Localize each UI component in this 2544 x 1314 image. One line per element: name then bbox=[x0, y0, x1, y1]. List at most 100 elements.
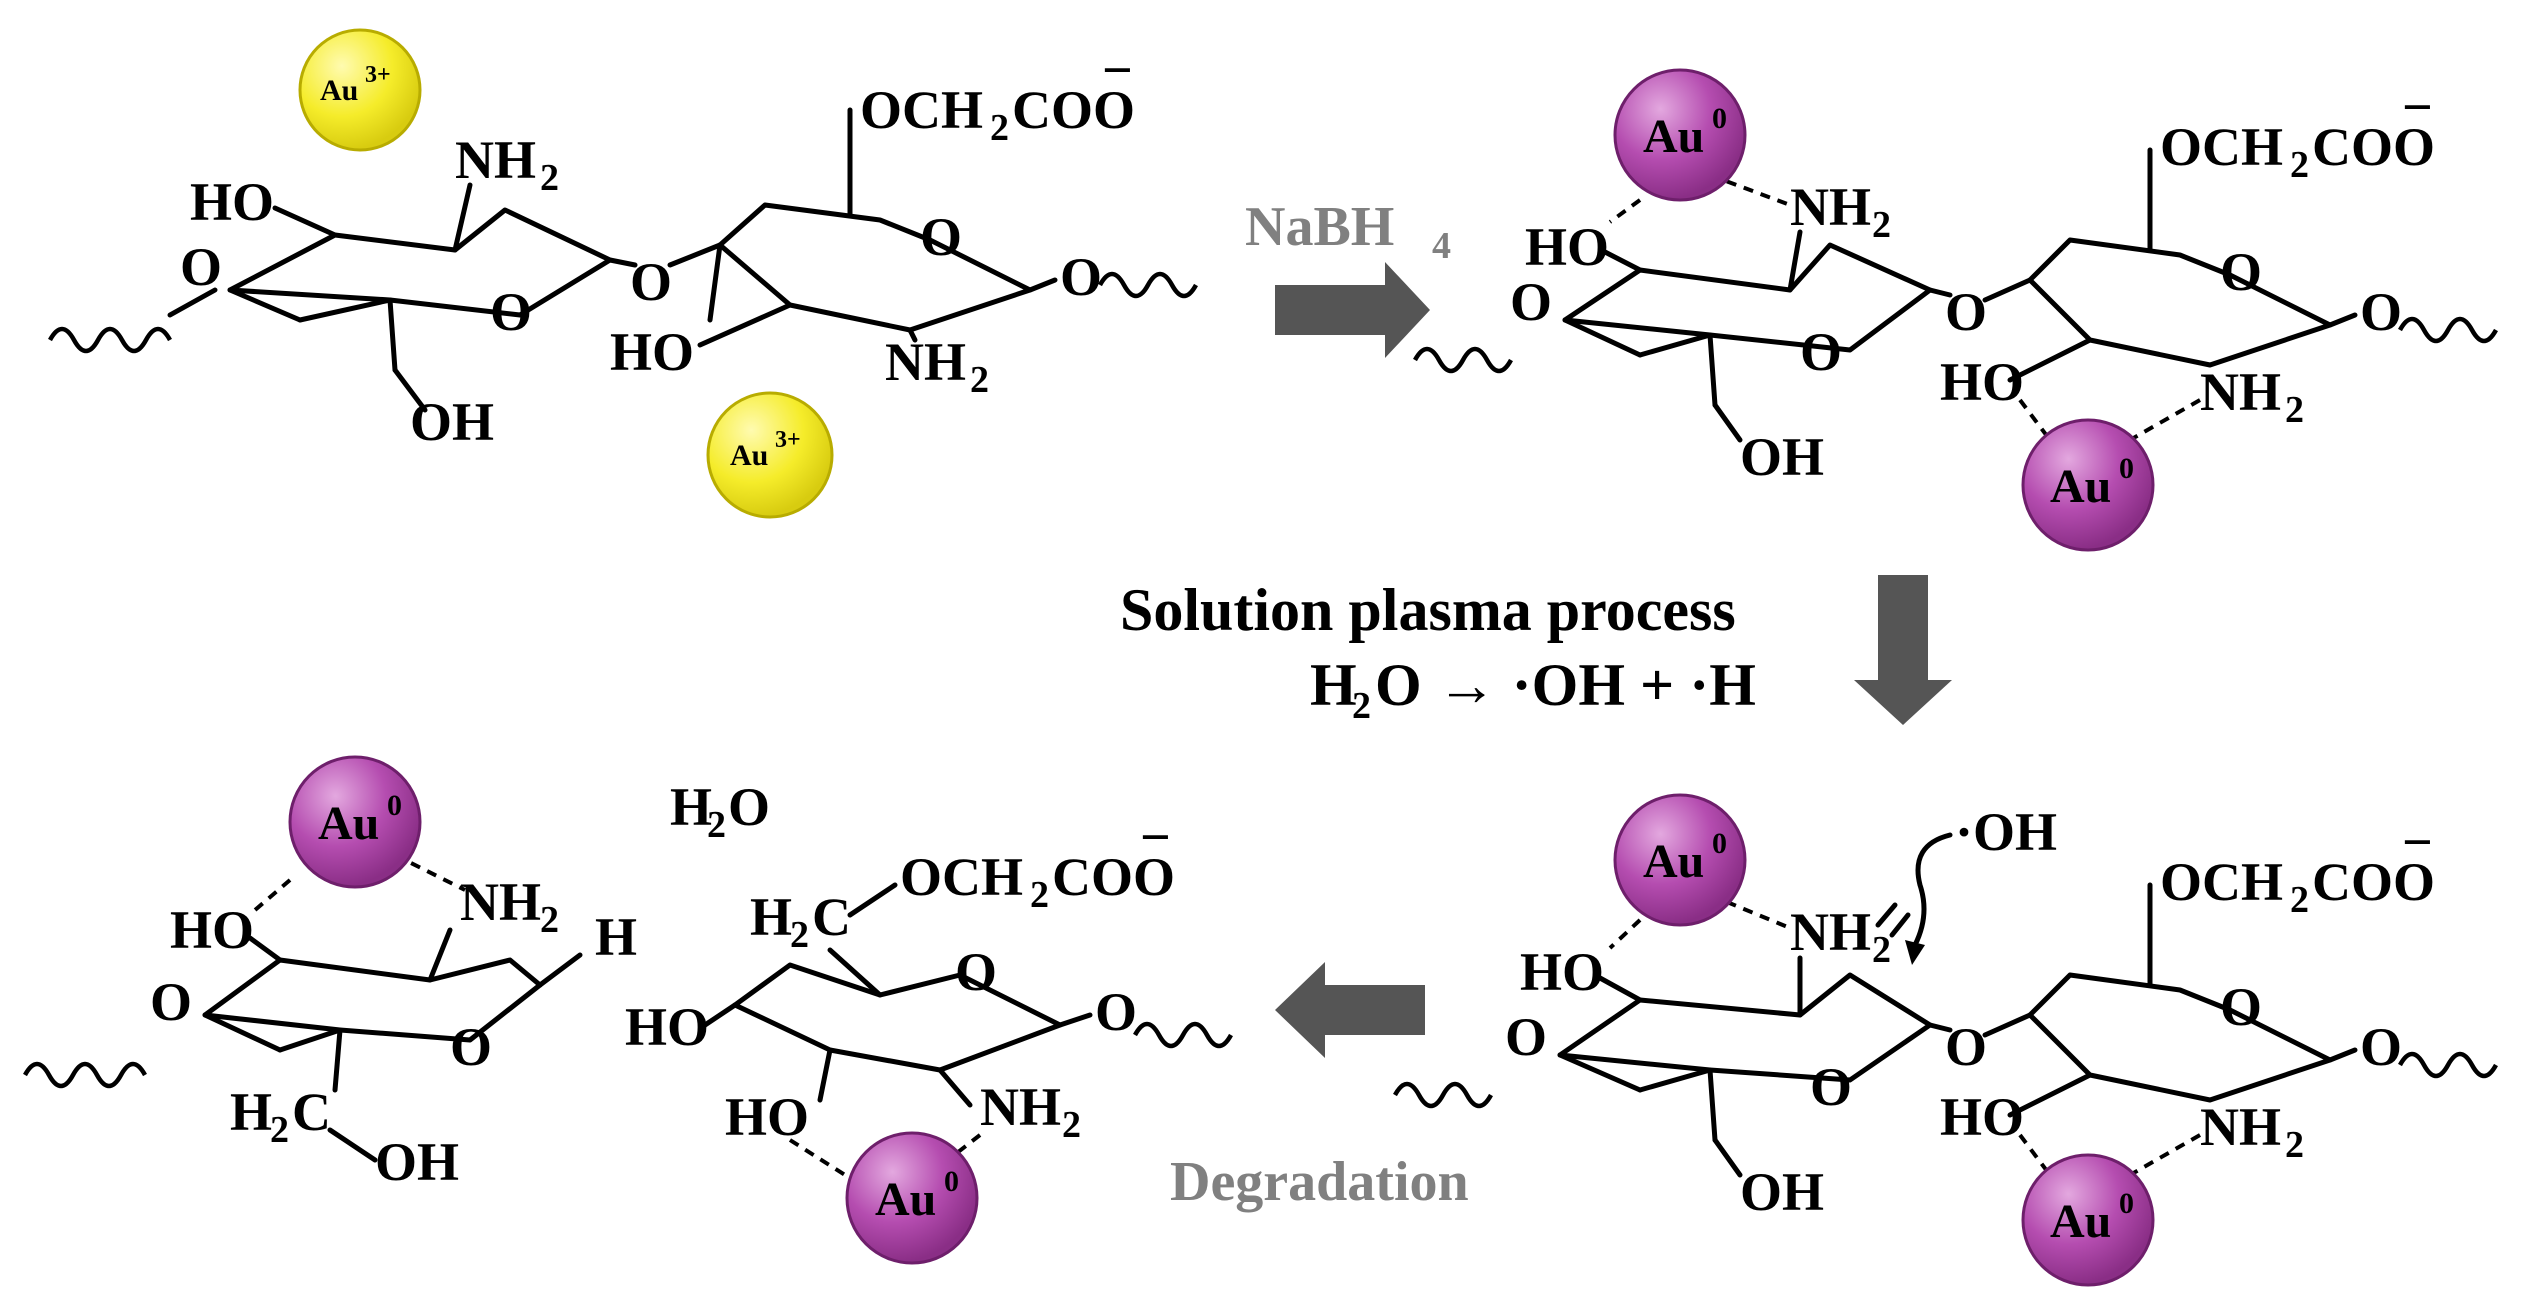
bond bbox=[697, 302, 793, 348]
bond bbox=[847, 882, 898, 918]
carboxylate-label: COO bbox=[2312, 117, 2435, 177]
carboxymethyl-label: OCH bbox=[2160, 117, 2283, 177]
coordination-bond bbox=[394, 853, 466, 892]
coordination-bond bbox=[253, 878, 292, 912]
subscript: 2 bbox=[2290, 144, 2309, 186]
bond bbox=[427, 927, 453, 983]
ring-oxygen: O bbox=[955, 942, 997, 1002]
gold-nanoparticle-label: Au bbox=[318, 797, 379, 850]
glucosamine-ring-1 bbox=[227, 207, 613, 323]
glycosidic-oxygen-right: O bbox=[1095, 982, 1137, 1042]
plasma-equation-subscript: 2 bbox=[1352, 685, 1371, 727]
subscript: 2 bbox=[270, 1109, 289, 1151]
panel-degraded-products: O HO NH 2 H O H 2 C OH Au 0 H 2 O H 2 bbox=[23, 755, 1233, 1265]
subscript: 2 bbox=[790, 914, 809, 956]
charge-superscript: 3+ bbox=[365, 62, 391, 88]
glycosidic-oxygen-left: O bbox=[180, 237, 222, 297]
bond bbox=[327, 1127, 378, 1163]
bond bbox=[1787, 229, 1803, 293]
bond-break-mark bbox=[1875, 902, 1898, 928]
carboxymethyl-label: OCH bbox=[2160, 852, 2283, 912]
amine-nh: NH bbox=[455, 130, 536, 190]
bond bbox=[1927, 1022, 1953, 1033]
gold-nanoparticle-label: Au bbox=[1643, 835, 1704, 888]
subscript: 2 bbox=[1030, 874, 1049, 916]
hydroxyl-ho: HO bbox=[1525, 217, 1609, 277]
glycosidic-oxygen: O bbox=[1945, 282, 1987, 342]
gold-ion-label: Au bbox=[320, 74, 358, 107]
degraded-ring-1 bbox=[202, 957, 543, 1053]
hydroxyl-radical: ·OH bbox=[1955, 802, 2057, 862]
gold-nanoparticle-sphere: Au 0 bbox=[288, 755, 422, 889]
charge-superscript: 3+ bbox=[775, 427, 801, 453]
down-arrow-icon bbox=[1854, 575, 1952, 725]
subscript: 2 bbox=[990, 107, 1009, 149]
bond bbox=[817, 1047, 833, 1103]
hydroxyl-ho: HO bbox=[610, 322, 694, 382]
bond bbox=[937, 1067, 973, 1108]
charge-minus: − bbox=[1140, 807, 1171, 867]
coordination-bond bbox=[1709, 893, 1791, 930]
hydroxymethyl-oh: OH bbox=[1740, 427, 1824, 487]
glycosidic-oxygen-left: O bbox=[1505, 1007, 1547, 1067]
hydroxyl-ho: HO bbox=[625, 997, 709, 1057]
bond bbox=[1057, 1012, 1093, 1028]
methylene-h: H bbox=[750, 887, 792, 947]
gold-nanoparticle-sphere: Au 0 bbox=[1613, 68, 1747, 202]
polymer-chain-wavy bbox=[1133, 1021, 1233, 1049]
amine-nh: NH bbox=[2200, 362, 2281, 422]
glucosamine-ring-3 bbox=[1562, 242, 1933, 358]
polymer-chain-wavy bbox=[1413, 346, 1513, 374]
oxidation-superscript: 0 bbox=[944, 1165, 959, 1198]
bond bbox=[1982, 277, 2033, 303]
glucosamine-ring-6 bbox=[2027, 972, 2333, 1103]
coordination-bond bbox=[1608, 198, 1642, 224]
bond bbox=[332, 1027, 343, 1093]
reducing-agent-label: NaBH bbox=[1245, 196, 1394, 258]
water-h: H bbox=[670, 777, 712, 837]
coordination-bond bbox=[1709, 173, 1791, 207]
ring-oxygen: O bbox=[450, 1017, 492, 1077]
oxidation-superscript: 0 bbox=[1712, 827, 1727, 860]
bond bbox=[387, 297, 398, 373]
bond bbox=[452, 182, 473, 253]
polymer-chain-wavy bbox=[23, 1061, 147, 1089]
gold-nanoparticle-sphere: Au 0 bbox=[2021, 1153, 2155, 1287]
bond bbox=[2007, 1072, 2093, 1118]
bond bbox=[667, 242, 723, 268]
coordination-bond bbox=[933, 1133, 982, 1172]
methylene-c: C bbox=[292, 1082, 331, 1142]
water-o: O bbox=[728, 777, 770, 837]
step-degradation: Degradation bbox=[1170, 962, 1469, 1213]
subscript: 2 bbox=[707, 804, 726, 846]
bond bbox=[1602, 249, 1643, 273]
gold-nanoparticle-label: Au bbox=[875, 1173, 936, 1226]
bond bbox=[537, 952, 583, 988]
amine-nh: NH bbox=[980, 1077, 1061, 1137]
bond bbox=[1027, 277, 1058, 293]
terminal-hydrogen: H bbox=[595, 907, 637, 967]
plasma-equation-h: H bbox=[1310, 652, 1357, 718]
polymer-chain-wavy bbox=[2398, 316, 2498, 344]
right-arrow-icon bbox=[1275, 262, 1430, 358]
coordination-bond bbox=[2018, 1133, 2052, 1177]
curved-arrow-icon bbox=[1912, 832, 1953, 948]
coordination-bond bbox=[2018, 398, 2052, 442]
bond bbox=[1707, 332, 1718, 408]
coordination-bond bbox=[2129, 1133, 2201, 1177]
bond bbox=[272, 205, 338, 238]
amine-nh: NH bbox=[460, 872, 541, 932]
subscript: 2 bbox=[1872, 929, 1891, 971]
subscript: 2 bbox=[540, 899, 559, 941]
methylene-c: C bbox=[812, 887, 851, 947]
glycosidic-oxygen-left: O bbox=[1510, 272, 1552, 332]
subscript: 2 bbox=[540, 157, 559, 199]
glucosamine-ring-4 bbox=[2027, 237, 2333, 368]
panel-au0-chitosan: O HO NH 2 O OH O OCH 2 COO − O HO NH 2 O bbox=[1413, 68, 2498, 552]
ring-oxygen: O bbox=[920, 207, 962, 267]
carboxymethyl-label: OCH bbox=[900, 847, 1023, 907]
coordination-bond bbox=[1608, 918, 1642, 950]
bond bbox=[1982, 1012, 2033, 1038]
subscript: 2 bbox=[970, 359, 989, 401]
hydroxyl-ho: HO bbox=[170, 900, 254, 960]
